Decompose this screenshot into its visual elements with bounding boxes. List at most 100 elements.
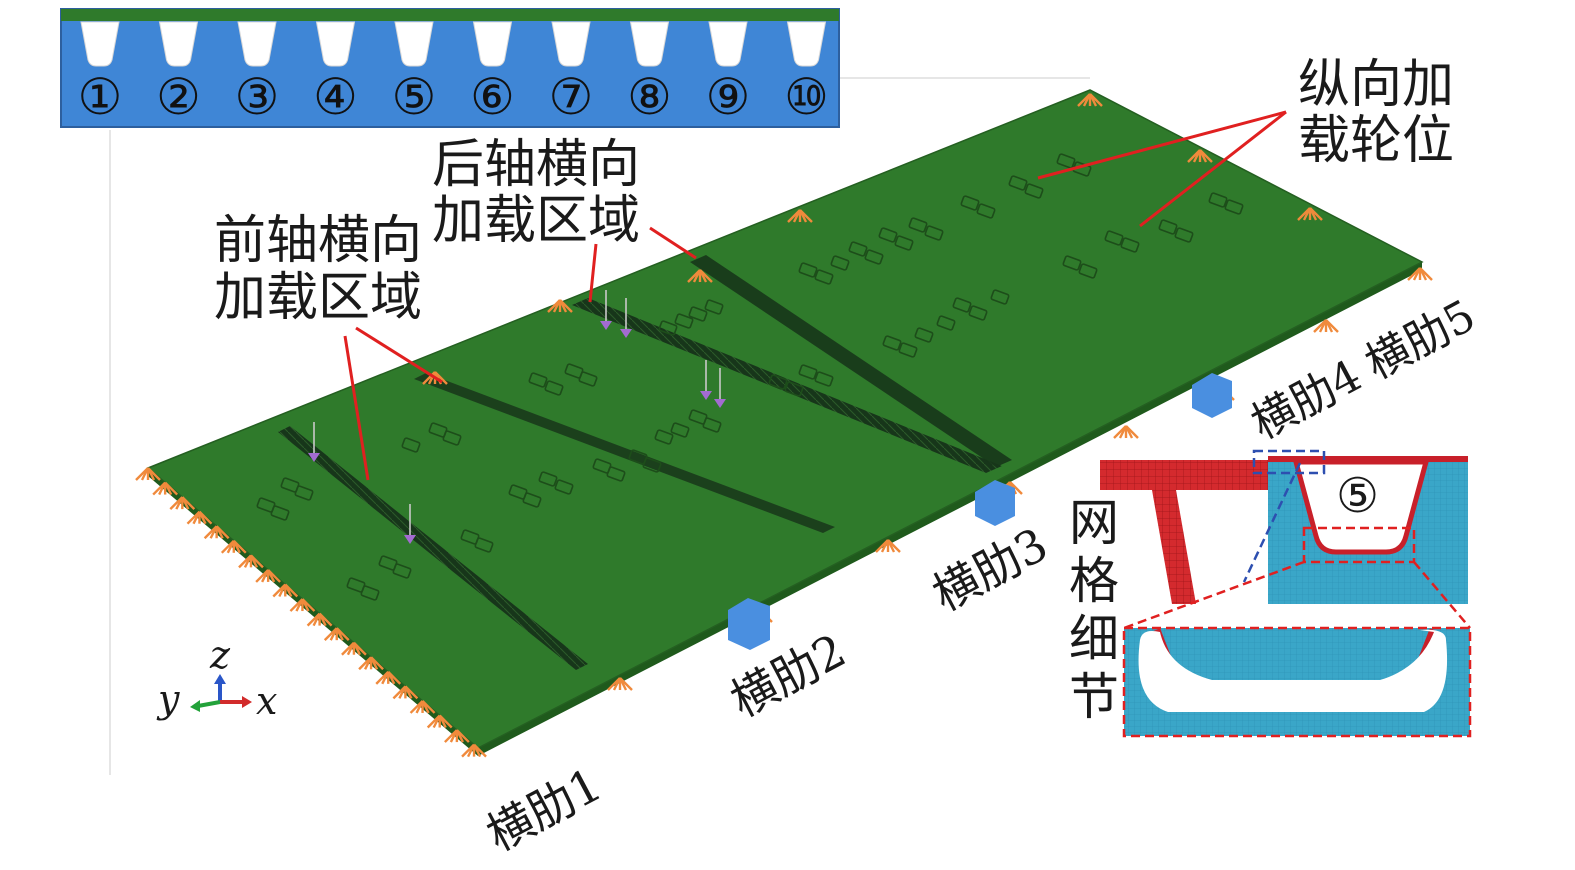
axis-y-label: y [156, 677, 180, 721]
tire-patches [256, 153, 1244, 601]
axis-triad: z y x [156, 633, 277, 723]
tire-patch-40 [830, 255, 850, 271]
tire-patch-15 [522, 492, 542, 508]
tire-patch-32 [688, 306, 708, 322]
tire-patch-31 [674, 313, 694, 329]
tire-patch-51 [952, 297, 972, 313]
tire-patch-48 [898, 342, 918, 358]
support-4 [186, 510, 213, 525]
mesh-detail-char-2: 格 [1069, 552, 1119, 610]
support-27 [1113, 425, 1139, 439]
support-11 [306, 612, 333, 627]
lane-number-1: ① [78, 68, 123, 126]
rear-axle-label-line2: 加载区域 [432, 191, 640, 251]
tire-patch-25 [642, 457, 662, 473]
tire-patch-49 [914, 327, 934, 343]
support-14 [358, 656, 384, 671]
load-arrow-3 [600, 290, 612, 330]
lane-trough-10 [786, 21, 827, 67]
cutout-hole [1138, 629, 1448, 712]
zoom-box-red-large [1122, 626, 1472, 738]
support-29 [875, 539, 901, 553]
lane-trough-9 [708, 21, 748, 67]
lane-number-7: ⑦ [549, 68, 594, 126]
load-arrow-1 [308, 422, 320, 462]
tire-patch-60 [1104, 230, 1124, 246]
tire-patch-55 [976, 203, 996, 219]
support-22 [1187, 149, 1213, 163]
tire-patch-33 [704, 299, 724, 315]
tire-patch-42 [864, 249, 884, 265]
tire-patch-47 [882, 335, 902, 351]
support-12 [323, 627, 350, 642]
tire-patch-53 [990, 289, 1010, 305]
support-2 [152, 481, 179, 496]
support-24 [1407, 267, 1433, 281]
zoom-line-red-b [1413, 561, 1471, 629]
leader-lines [343, 110, 1287, 481]
support-19 [444, 729, 470, 743]
support-35 [787, 209, 813, 223]
tire-patch-52 [968, 305, 988, 321]
tire-patch-43 [878, 227, 898, 243]
lane-number-4: ④ [313, 68, 358, 126]
lane-panel-deck-strip [61, 9, 839, 21]
deck-plate-section [1100, 460, 1268, 490]
support-34 [687, 269, 713, 283]
tire-patch-62 [1062, 255, 1082, 271]
rib2-block [728, 598, 770, 650]
support-31 [607, 677, 633, 691]
rib4-label: 横肋4 [1243, 350, 1369, 449]
support-13 [341, 641, 367, 656]
rear-axle-loading-strip-2 [690, 255, 1012, 467]
lane-trough-4 [315, 21, 356, 67]
axis-y-arrow [197, 700, 221, 708]
zoom-line-red-a [1123, 560, 1305, 630]
tire-patch-41 [848, 241, 868, 257]
support-20 [461, 743, 487, 758]
support-15 [375, 670, 402, 685]
rib3-block [975, 480, 1015, 526]
tire-patch-50 [936, 315, 956, 331]
support-6 [220, 539, 247, 554]
rib1-label: 横肋1 [478, 757, 610, 862]
tire-patch-34 [768, 374, 788, 390]
tire-patch-17 [554, 479, 574, 495]
front-axle-leader-a [343, 335, 370, 481]
lane-number-10: ⑩ [784, 68, 829, 126]
front-axle-loading-strip [278, 426, 588, 670]
tire-patch-58 [1056, 153, 1076, 169]
tire-patch-26 [654, 429, 674, 445]
lane-number-8: ⑧ [627, 68, 672, 126]
rear-axle-leader-b [649, 226, 697, 260]
tire-patch-19 [544, 380, 564, 396]
support-9 [272, 583, 299, 598]
load-arrow-2 [404, 504, 416, 544]
tire-patch-8 [392, 563, 412, 579]
tire-patch-45 [908, 217, 928, 233]
lane-trough-3 [237, 21, 277, 67]
support-17 [409, 700, 436, 714]
tire-patch-64 [1158, 219, 1178, 235]
inset-lane-number: ⑤ [1336, 468, 1379, 524]
support-8 [255, 569, 281, 583]
tire-patch-35 [784, 381, 804, 397]
tire-patch-46 [924, 225, 944, 241]
front-axle-label-line2: 加载区域 [214, 268, 422, 328]
tire-patch-61 [1120, 237, 1140, 253]
tire-patch-37 [814, 371, 834, 387]
load-arrow-6 [714, 368, 726, 408]
bridge-deck [135, 89, 1433, 758]
tire-patch-54 [960, 195, 980, 211]
tire-patch-21 [578, 371, 598, 387]
tire-patch-13 [474, 537, 494, 553]
axis-x-label: x [256, 679, 277, 723]
supports [135, 93, 1433, 758]
tire-patch-63 [1078, 263, 1098, 279]
tire-patch-18 [528, 372, 548, 388]
rib5-label: 横肋5 [1357, 290, 1483, 389]
axis-y-head [190, 700, 200, 712]
